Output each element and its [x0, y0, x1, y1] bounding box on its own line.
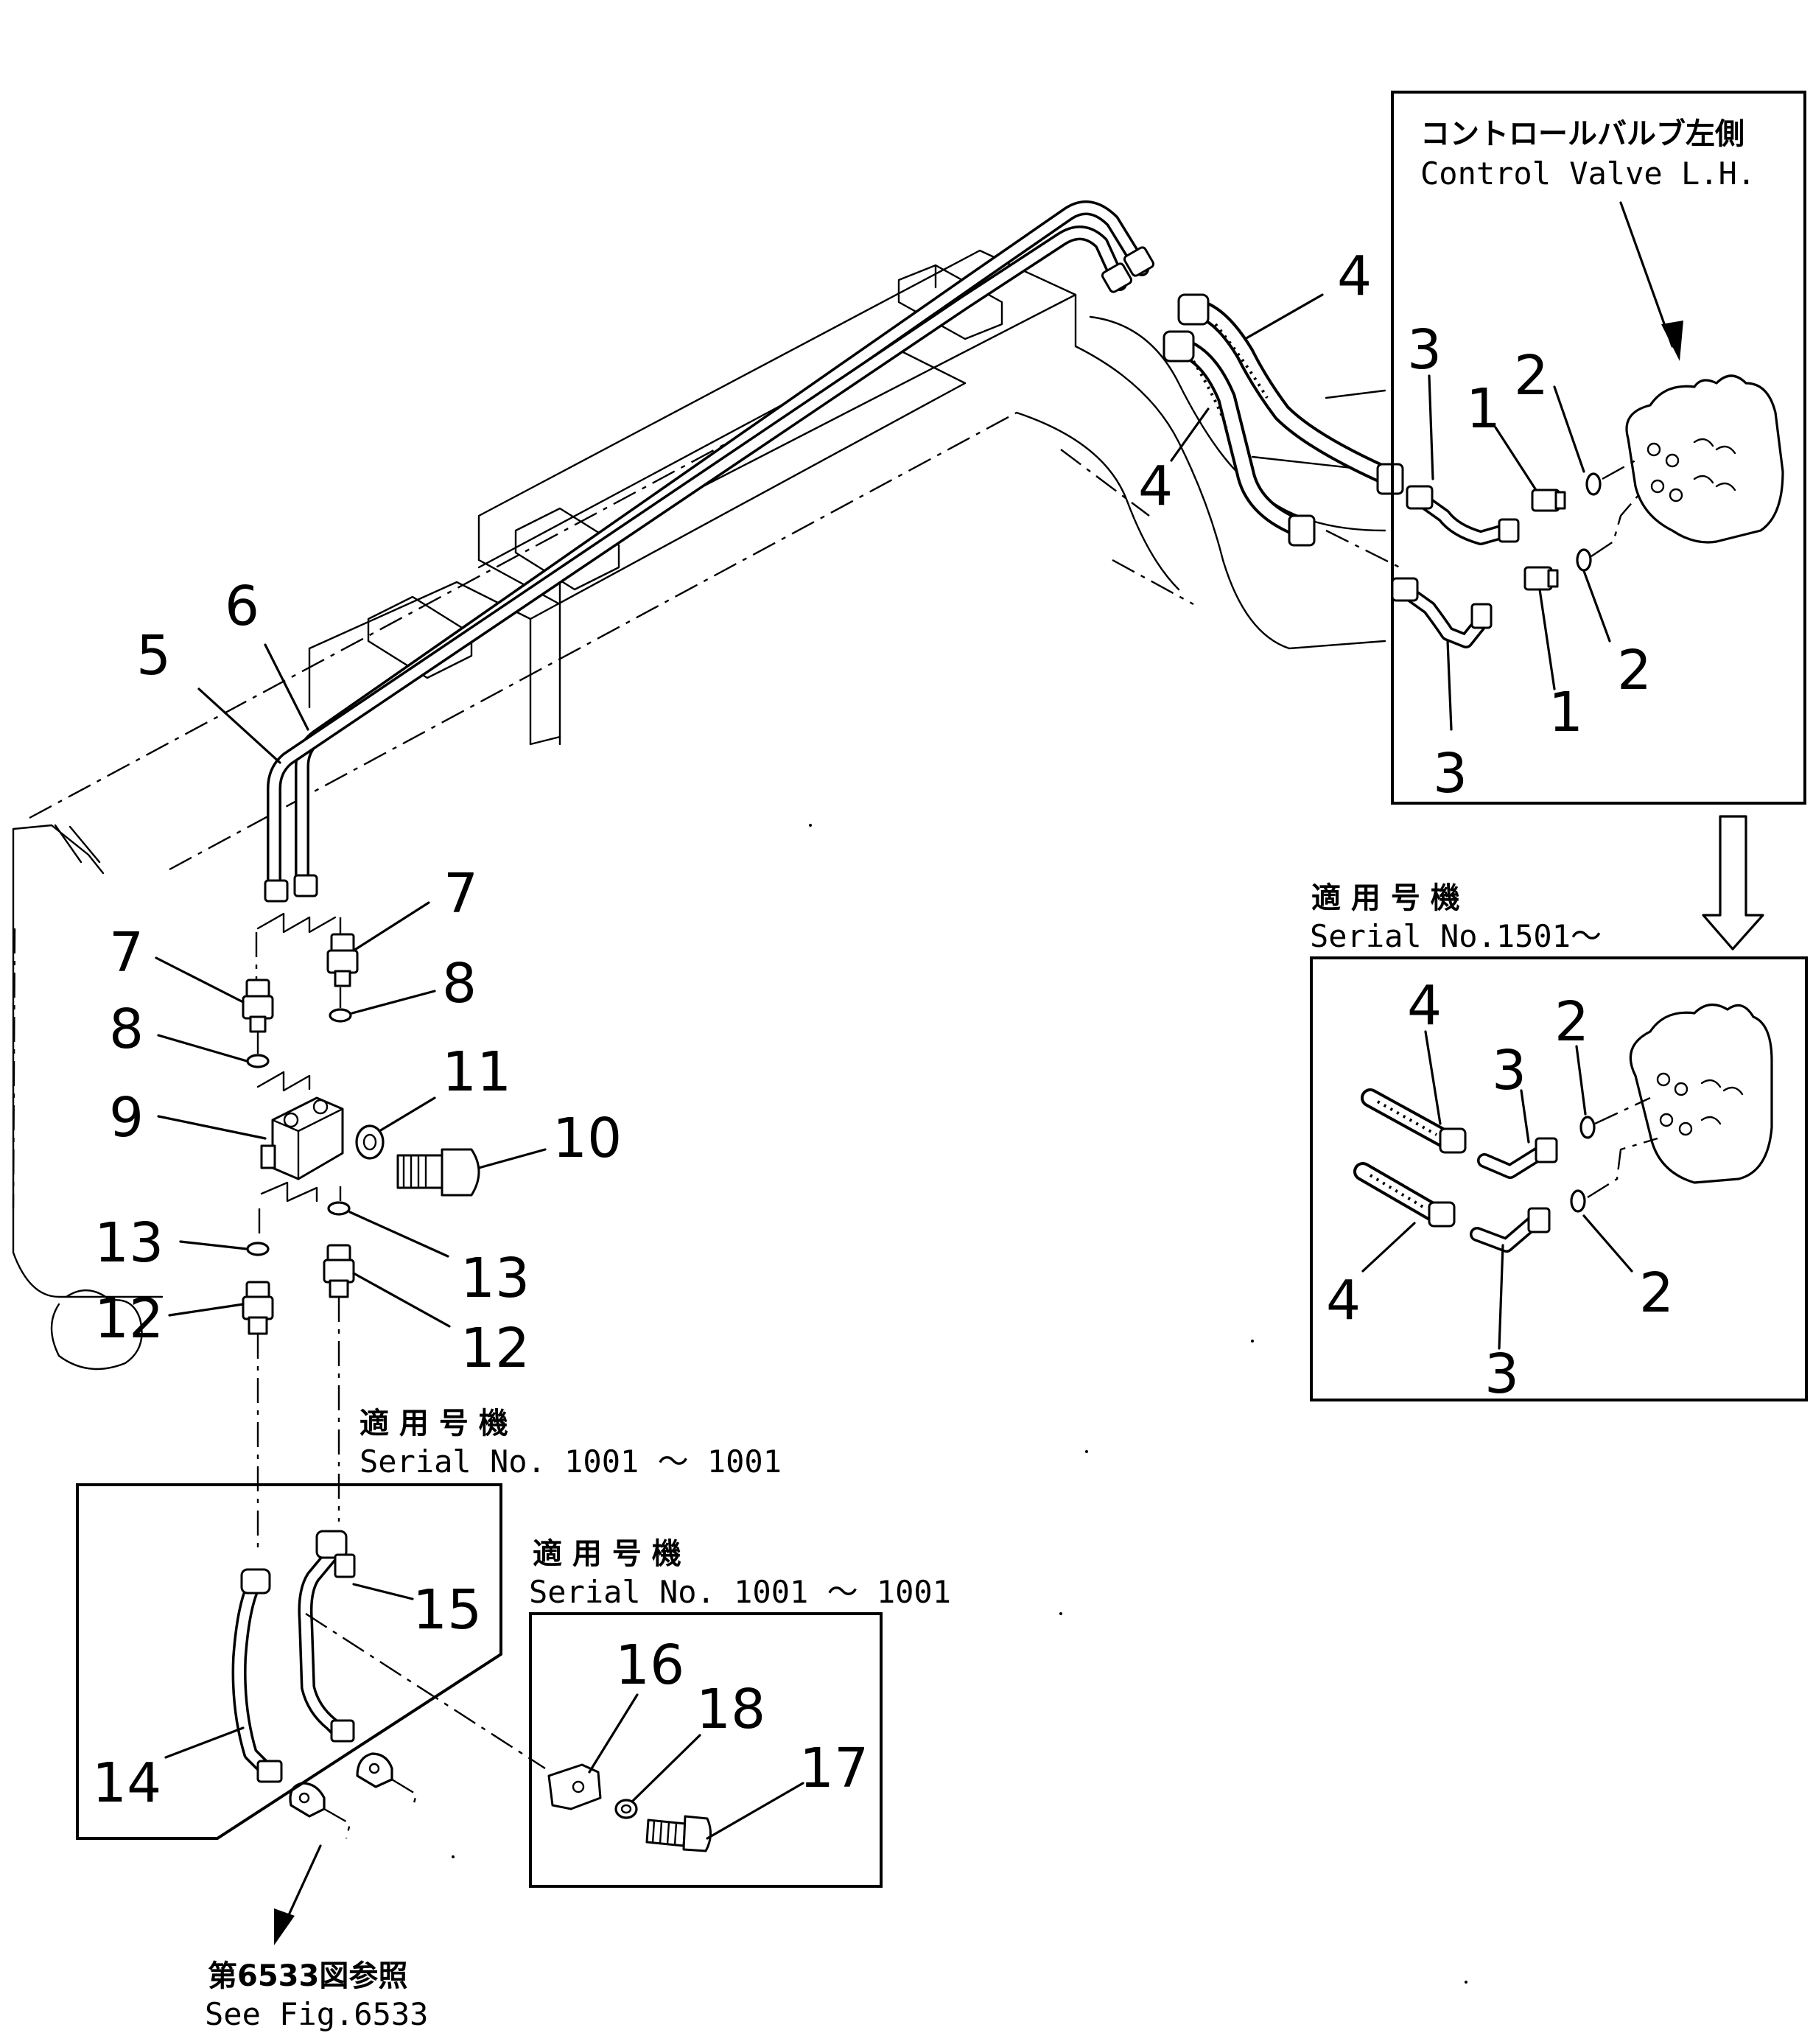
callout-2: 2: [1514, 344, 1549, 407]
callout-3: 3: [1492, 1039, 1526, 1102]
pipe-6: [295, 200, 1149, 892]
serial-1501-box: 適 用 号 機 Serial No.1501～: [1310, 881, 1808, 1406]
callout-14: 14: [92, 1751, 161, 1815]
callout-2: 2: [1639, 1261, 1674, 1325]
callout-7: 7: [443, 862, 478, 925]
serial-1001-box-a: 適 用 号 機 Serial No. 1001 ～ 1001 14 15: [76, 1407, 782, 1840]
callout-10: 10: [553, 1107, 622, 1170]
callout-1: 1: [1466, 377, 1501, 441]
control-valve-label-jp: コントロールバルブ左側: [1420, 117, 1744, 151]
hose-4-upper: [1177, 293, 1404, 495]
hose-4-lower: [1163, 330, 1316, 547]
scan-specks: [452, 824, 1467, 1984]
pipe-end-fittings: [264, 246, 1155, 903]
callout-17: 17: [799, 1737, 869, 1800]
callout-3: 3: [1484, 1343, 1519, 1406]
callout-16: 16: [615, 1634, 684, 1697]
machine-outline: [12, 249, 1386, 1371]
callout-12: 12: [460, 1317, 530, 1380]
see-fig-note: 第6533図参照 See Fig.6533: [205, 1844, 428, 2032]
serial-1001-box-b: 適 用 号 機 Serial No. 1001 ～ 1001 16 18 17: [529, 1537, 951, 1888]
control-valve-box: コントロールバルブ左側 Control Valve L.H.: [1138, 91, 1806, 805]
see-fig-label-en: See Fig.6533: [205, 1996, 428, 2032]
callout-4: 4: [1407, 974, 1442, 1037]
pipe-5: [267, 225, 1127, 895]
callout-2: 2: [1554, 990, 1589, 1054]
callout-3: 3: [1407, 318, 1442, 382]
callout-1: 1: [1549, 681, 1583, 744]
connector-chain: 5 6 7 7 8 8 9 11 10 13 13 12 12: [94, 575, 622, 1555]
serial-1501-label-en: Serial No.1501～: [1310, 918, 1602, 954]
callout-13: 13: [94, 1211, 164, 1275]
callout-8: 8: [442, 952, 477, 1015]
callout-4: 4: [1326, 1269, 1361, 1332]
serial-1001-a-label-jp: 適 用 号 機: [360, 1407, 508, 1441]
callout-8: 8: [109, 998, 144, 1061]
callout-18: 18: [696, 1678, 765, 1741]
callout-3: 3: [1433, 742, 1467, 805]
callout-13: 13: [460, 1247, 530, 1310]
callout-6: 6: [225, 575, 259, 638]
see-fig-label-jp: 第6533図参照: [208, 1959, 407, 1993]
callout-9: 9: [109, 1086, 144, 1149]
serial-1001-b-label-en: Serial No. 1001 ～ 1001: [529, 1574, 951, 1610]
callout-5: 5: [136, 624, 171, 687]
serial-1001-a-label-en: Serial No. 1001 ～ 1001: [360, 1443, 782, 1480]
callout-11: 11: [442, 1040, 511, 1104]
control-valve-label-en: Control Valve L.H.: [1420, 155, 1756, 192]
down-arrow-icon: [1702, 815, 1764, 951]
callout-2: 2: [1617, 639, 1652, 702]
serial-1001-b-label-jp: 適 用 号 機: [533, 1537, 681, 1571]
serial-1501-label-jp: 適 用 号 機: [1311, 881, 1460, 915]
callout-12: 12: [94, 1287, 164, 1351]
callout-7: 7: [109, 921, 144, 984]
callout-4: 4: [1337, 245, 1372, 308]
callout-15: 15: [413, 1578, 482, 1642]
callout-4: 4: [1138, 455, 1173, 518]
